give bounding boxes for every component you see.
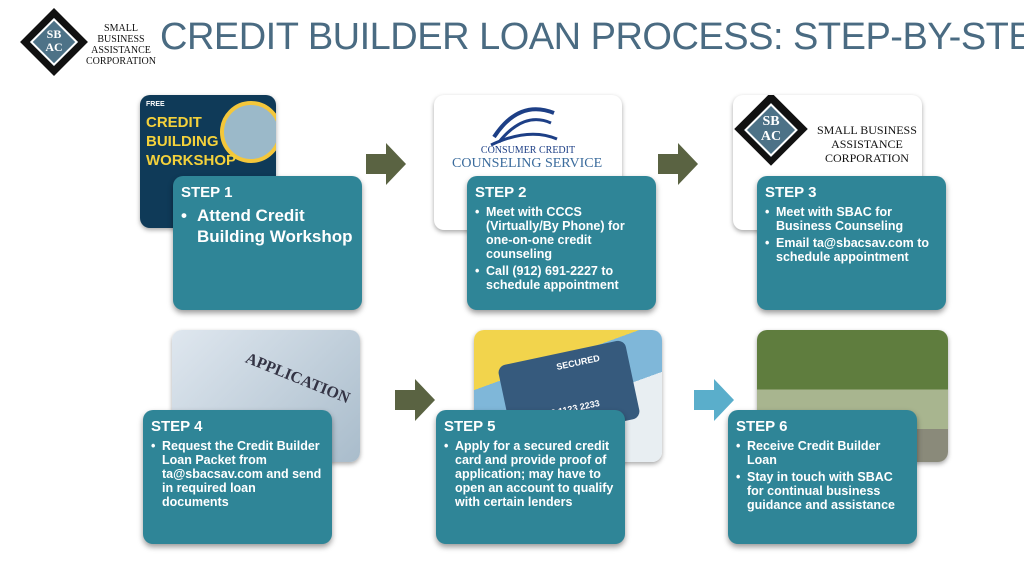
wave-icon [490, 107, 558, 147]
step-title: STEP 6 [736, 418, 788, 435]
step-1-card: STEP 1 Attend Credit Building Workshop [173, 176, 362, 310]
step-item: Attend Credit Building Workshop [181, 205, 354, 247]
step-item: Request the Credit Builder Loan Packet f… [151, 439, 324, 509]
t: BUILDING [146, 133, 219, 150]
org-line: CORPORATION [85, 56, 156, 67]
logo-sb: SB [46, 27, 62, 41]
step-6-card: STEP 6 Receive Credit Builder LoanStay i… [728, 410, 917, 544]
arrow-right-icon [658, 143, 698, 185]
logo-ac: AC [45, 40, 63, 54]
step-3-card: STEP 3 Meet with SBAC for Business Couns… [757, 176, 946, 310]
step-title: STEP 3 [765, 184, 817, 201]
step-title: STEP 5 [444, 418, 496, 435]
secured-text: SECURED [555, 353, 601, 372]
cccs-line1: CONSUMER CREDIT [480, 145, 576, 156]
step-item: Apply for a secured credit card and prov… [444, 439, 617, 509]
arrow-right-icon [395, 379, 435, 421]
step-item: Email ta@sbacsav.com to schedule appoint… [765, 236, 938, 264]
page-title: CREDIT BUILDER LOAN PROCESS: STEP-BY-STE… [160, 16, 1024, 58]
cccs-line2: COUNSELING SERVICE [452, 156, 603, 171]
step-item: Call (912) 691-2227 to schedule appointm… [475, 264, 648, 292]
org-line: SMALL BUSINESS [97, 23, 145, 45]
credit-card-photo [220, 101, 276, 163]
o: ASSISTANCE [831, 137, 903, 151]
step-item: Stay in touch with SBAC for continual bu… [736, 470, 909, 512]
o: SMALL BUSINESS [817, 123, 917, 137]
step-5-card: STEP 5 Apply for a secured credit card a… [436, 410, 625, 544]
o: CORPORATION [824, 151, 909, 165]
l: AC [760, 129, 782, 144]
step-title: STEP 1 [181, 184, 233, 201]
l: SB [762, 114, 780, 129]
step-title: STEP 4 [151, 418, 203, 435]
workshop-title: CREDIT BUILDING WORKSHOP [146, 113, 236, 170]
t: WORKSHOP [146, 152, 236, 169]
step-item: Receive Credit Builder Loan [736, 439, 909, 467]
step-2-card: STEP 2 Meet with CCCS (Virtually/By Phon… [467, 176, 656, 310]
step-4-card: STEP 4 Request the Credit Builder Loan P… [143, 410, 332, 544]
step-item: Meet with SBAC for Business Counseling [765, 205, 938, 233]
arrow-right-icon [366, 143, 406, 185]
application-text: APPLICATION [243, 349, 353, 408]
t: CREDIT [146, 114, 202, 131]
step-item: Meet with CCCS (Virtually/By Phone) for … [475, 205, 648, 261]
org-line: ASSISTANCE [91, 45, 151, 56]
arrow-right-icon [694, 379, 734, 421]
free-label: FREE [146, 101, 165, 108]
step-title: STEP 2 [475, 184, 527, 201]
